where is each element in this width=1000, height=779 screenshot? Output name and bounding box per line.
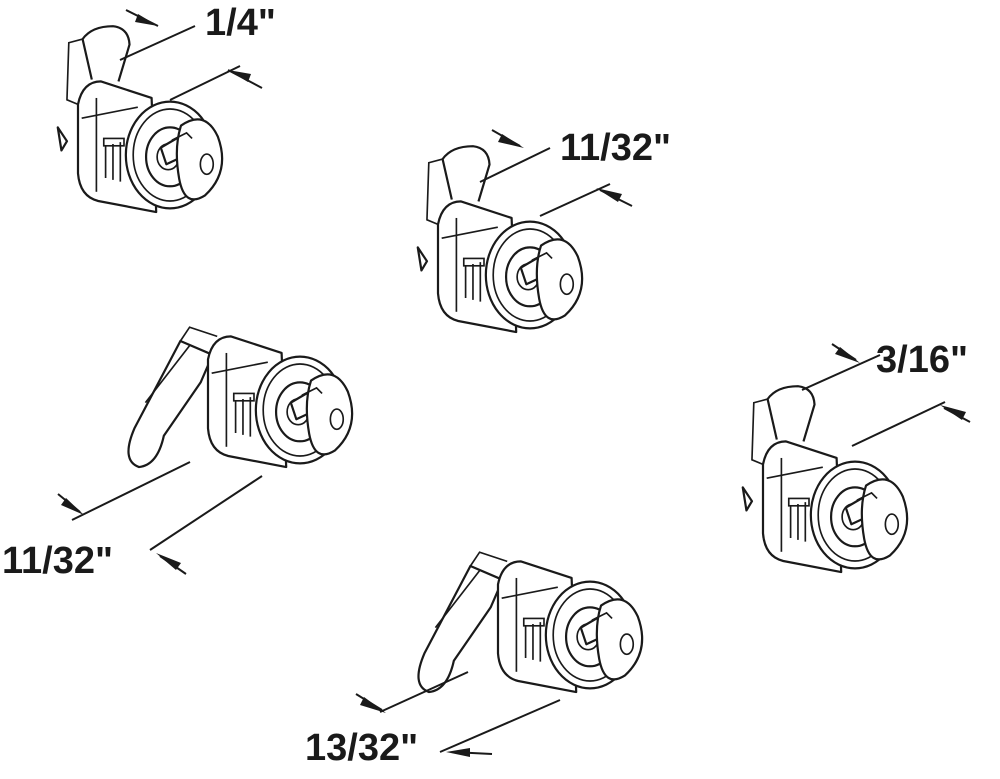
lock-4: [741, 385, 909, 574]
lock-3-dimension: 11/32": [2, 461, 263, 582]
lock-2: [416, 145, 584, 334]
lock-1: [56, 25, 224, 214]
lock-2-dimension: 11/32": [479, 127, 671, 217]
lock-5-dimension: 13/32": [305, 671, 561, 769]
lock-3: [127, 326, 354, 469]
lock-5: [417, 551, 644, 694]
lock-1-dimension: 1/4": [119, 2, 276, 101]
lock-5-dimension-label: 13/32": [305, 727, 418, 769]
lock-1-dimension-label: 1/4": [205, 2, 276, 44]
lock-2-dimension-label: 11/32": [560, 127, 671, 169]
lock-3-dimension-label: 11/32": [2, 540, 113, 582]
lock-4-dimension: 3/16": [801, 339, 971, 447]
lock-4-dimension-label: 3/16": [876, 339, 968, 381]
